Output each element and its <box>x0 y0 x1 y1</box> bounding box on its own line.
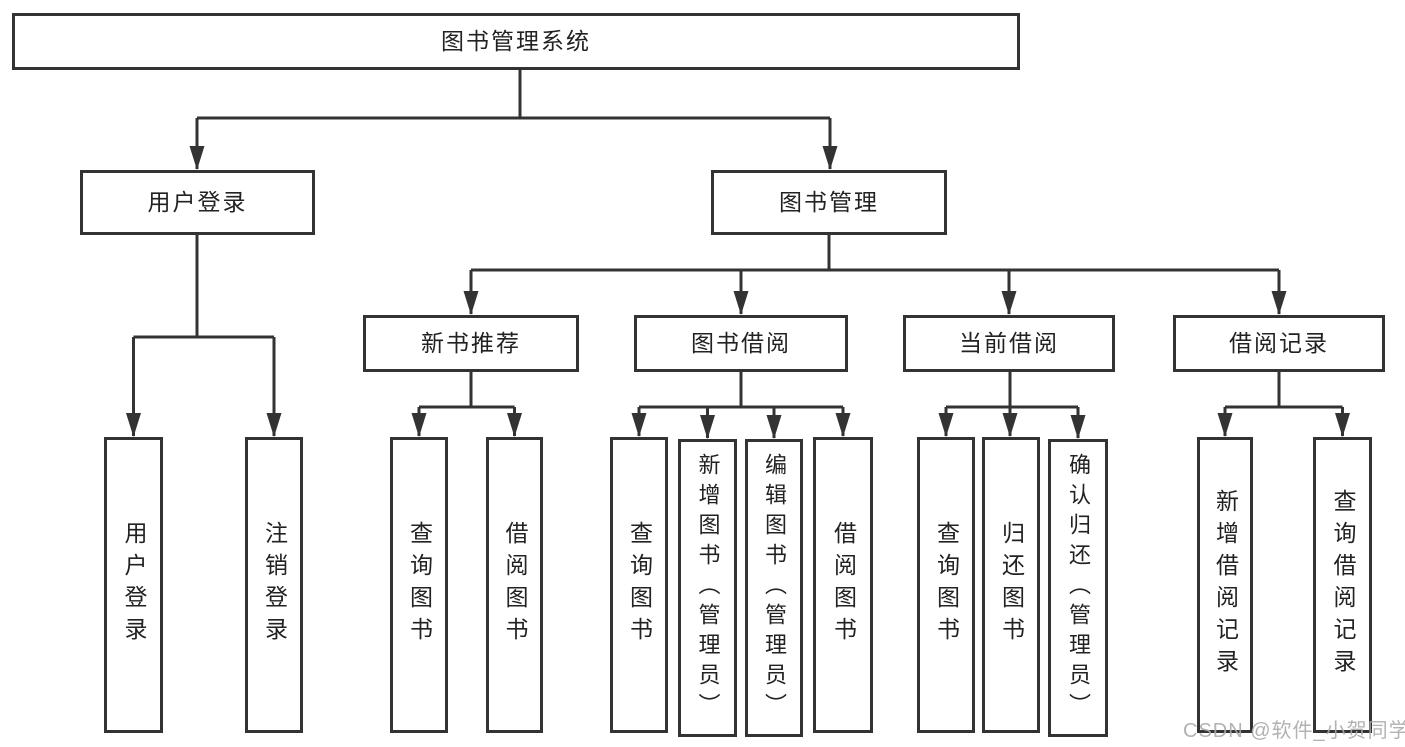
csdn-watermark: CSDN @软件_小贺同学 <box>1183 720 1405 742</box>
group-node-label: 新书推荐 <box>421 330 521 356</box>
leaf-node-return-book: 归还图书 <box>982 437 1040 733</box>
leaf-node-borrow-book-1: 借阅图书 <box>486 437 543 733</box>
connector-current-borrow <box>938 372 1086 439</box>
leaf-node-label: 借阅图书 <box>830 521 857 649</box>
leaf-node-label: 编辑图书（管理员） <box>762 453 787 723</box>
branch-node-user-login: 用户登录 <box>80 170 315 235</box>
connector-new-book-recommend <box>411 372 522 437</box>
leaf-node-add-borrow-record: 新增借阅记录 <box>1197 437 1253 733</box>
branch-node-label: 用户登录 <box>147 189 248 215</box>
leaf-node-label: 用户登录 <box>121 521 147 649</box>
leaf-node-label: 查询借阅记录 <box>1330 489 1356 681</box>
leaf-node-query-book-1: 查询图书 <box>390 437 448 733</box>
group-node-label: 借阅记录 <box>1229 330 1329 356</box>
leaf-node-label: 归还图书 <box>998 521 1025 649</box>
group-node-label: 当前借阅 <box>959 330 1059 356</box>
group-node-current-borrow: 当前借阅 <box>903 315 1115 372</box>
leaf-node-label: 新增借阅记录 <box>1212 489 1239 681</box>
leaf-node-label: 注销登录 <box>261 521 288 649</box>
leaf-node-label: 新增图书（管理员） <box>695 453 721 723</box>
leaf-node-add-book-admin: 新增图书（管理员） <box>678 439 737 737</box>
leaf-node-user-login: 用户登录 <box>104 437 163 733</box>
branch-node-book-management: 图书管理 <box>711 170 947 235</box>
group-node-new-book-recommend: 新书推荐 <box>363 315 579 372</box>
leaf-node-confirm-return-admin: 确认归还（管理员） <box>1048 439 1108 737</box>
root-node-label: 图书管理系统 <box>441 28 591 54</box>
leaf-node-edit-book-admin: 编辑图书（管理员） <box>745 439 803 737</box>
leaf-node-label: 确认归还（管理员） <box>1066 453 1091 723</box>
connector-borrow-records <box>1217 372 1350 437</box>
group-node-borrow-records: 借阅记录 <box>1173 315 1385 372</box>
connector-user-login <box>126 235 282 437</box>
root-node-library-system: 图书管理系统 <box>12 13 1020 70</box>
leaf-node-label: 查询图书 <box>933 521 960 649</box>
connector-book-management <box>463 235 1287 315</box>
leaf-node-label: 查询图书 <box>626 521 653 649</box>
leaf-node-label: 借阅图书 <box>502 521 528 649</box>
leaf-node-label: 查询图书 <box>406 521 433 649</box>
leaf-node-query-borrow-record: 查询借阅记录 <box>1313 437 1372 733</box>
branch-node-label: 图书管理 <box>779 189 879 215</box>
group-node-book-borrow: 图书借阅 <box>634 315 848 372</box>
connector-root <box>189 70 838 170</box>
leaf-node-borrow-book-2: 借阅图书 <box>813 437 873 733</box>
leaf-node-logout: 注销登录 <box>245 437 303 733</box>
leaf-node-query-book-2: 查询图书 <box>610 437 668 733</box>
leaf-node-query-book-3: 查询图书 <box>917 437 975 733</box>
connector-book-borrow <box>631 372 851 439</box>
group-node-label: 图书借阅 <box>691 330 791 356</box>
